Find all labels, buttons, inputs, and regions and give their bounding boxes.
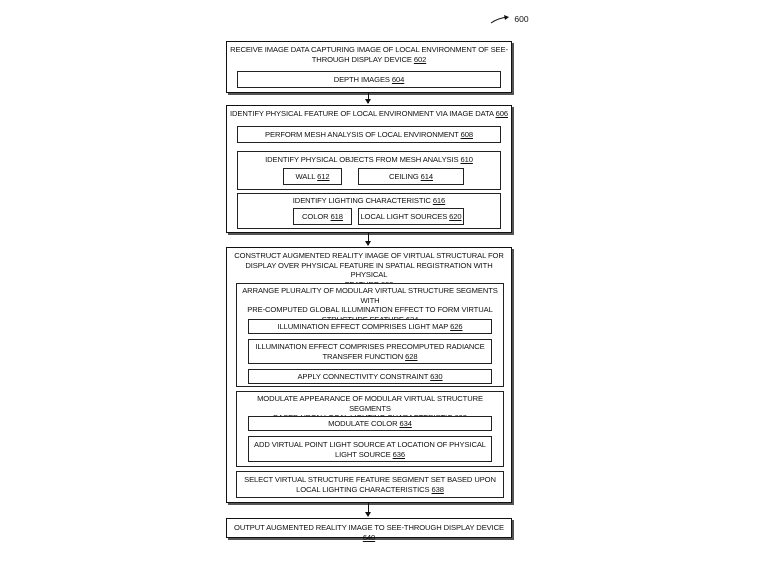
sub-modulate-color: MODULATE COLOR 634 — [248, 416, 492, 431]
flow-arrow — [368, 503, 369, 516]
sub-identify-lighting: IDENTIFY LIGHTING CHARACTERISTIC 616 COL… — [237, 193, 501, 229]
sub-light-map: ILLUMINATION EFFECT COMPRISES LIGHT MAP … — [248, 319, 492, 334]
sub-identify-physical-objects: IDENTIFY PHYSICAL OBJECTS FROM MESH ANAL… — [237, 151, 501, 190]
step-ref: 606 — [496, 109, 508, 118]
figure-number: 600 — [490, 14, 529, 25]
step-text: WALL — [295, 172, 317, 181]
step-ref: 618 — [331, 212, 343, 221]
sub-select-segment-set: SELECT VIRTUAL STRUCTURE FEATURE SEGMENT… — [236, 471, 504, 498]
step-text: IDENTIFY PHYSICAL FEATURE OF LOCAL ENVIR… — [230, 109, 496, 118]
sub-mesh-analysis: PERFORM MESH ANALYSIS OF LOCAL ENVIRONME… — [237, 126, 501, 143]
step-ref: 634 — [399, 419, 411, 428]
step-text: IDENTIFY PHYSICAL OBJECTS FROM MESH ANAL… — [265, 155, 460, 164]
step-ref: 616 — [433, 196, 445, 205]
step-text: OUTPUT AUGMENTED REALITY IMAGE TO SEE-TH… — [234, 523, 504, 532]
step-text: MODULATE COLOR — [328, 419, 399, 428]
step-identify-physical-feature: IDENTIFY PHYSICAL FEATURE OF LOCAL ENVIR… — [226, 105, 512, 233]
sub-depth-images: DEPTH IMAGES 604 — [237, 71, 501, 88]
sub-radiance-transfer: ILLUMINATION EFFECT COMPRISES PRECOMPUTE… — [248, 339, 492, 364]
sub-wall: WALL 612 — [283, 168, 342, 185]
step-text: IDENTIFY LIGHTING CHARACTERISTIC — [293, 196, 433, 205]
step-text: ILLUMINATION EFFECT COMPRISES PRECOMPUTE… — [255, 342, 484, 361]
step-ref: 612 — [317, 172, 329, 181]
step-text: APPLY CONNECTIVITY CONSTRAINT — [297, 372, 430, 381]
step-text: PERFORM MESH ANALYSIS OF LOCAL ENVIRONME… — [265, 130, 461, 139]
step-text: ILLUMINATION EFFECT COMPRISES LIGHT MAP — [277, 322, 450, 331]
step-text: CEILING — [389, 172, 421, 181]
sub-ceiling: CEILING 614 — [358, 168, 464, 185]
step-text: ADD VIRTUAL POINT LIGHT SOURCE AT LOCATI… — [254, 440, 486, 459]
step-text: COLOR — [302, 212, 331, 221]
flow-arrow — [368, 233, 369, 245]
step-ref: 626 — [450, 322, 462, 331]
step-text: ARRANGE PLURALITY OF MODULAR VIRTUAL STR… — [242, 286, 498, 324]
step-output-ar-image: OUTPUT AUGMENTED REALITY IMAGE TO SEE-TH… — [226, 518, 512, 538]
sub-connectivity-constraint: APPLY CONNECTIVITY CONSTRAINT 630 — [248, 369, 492, 384]
step-text: LOCAL LIGHT SOURCES — [360, 212, 449, 221]
sub-virtual-point-light: ADD VIRTUAL POINT LIGHT SOURCE AT LOCATI… — [248, 436, 492, 462]
sub-color: COLOR 618 — [293, 208, 352, 225]
step-ref: 630 — [430, 372, 442, 381]
step-ref: 628 — [405, 352, 417, 361]
step-text: RECEIVE IMAGE DATA CAPTURING IMAGE OF LO… — [230, 45, 508, 64]
step-ref: 604 — [392, 75, 404, 84]
step-ref: 636 — [393, 450, 405, 459]
step-construct-ar-image: CONSTRUCT AUGMENTED REALITY IMAGE OF VIR… — [226, 247, 512, 503]
flow-arrow — [368, 93, 369, 103]
figure-pointer-icon — [490, 15, 512, 25]
step-text: DEPTH IMAGES — [334, 75, 392, 84]
step-ref: 640 — [363, 533, 375, 542]
step-ref: 608 — [461, 130, 473, 139]
step-ref: 610 — [461, 155, 473, 164]
step-ref: 620 — [449, 212, 461, 221]
step-ref: 638 — [432, 485, 444, 494]
step-text: SELECT VIRTUAL STRUCTURE FEATURE SEGMENT… — [244, 475, 496, 494]
step-ref: 602 — [414, 55, 426, 64]
sub-arrange-segments: ARRANGE PLURALITY OF MODULAR VIRTUAL STR… — [236, 283, 504, 387]
sub-modulate-appearance: MODULATE APPEARANCE OF MODULAR VIRTUAL S… — [236, 391, 504, 467]
sub-local-light-sources: LOCAL LIGHT SOURCES 620 — [358, 208, 464, 225]
step-receive-image-data: RECEIVE IMAGE DATA CAPTURING IMAGE OF LO… — [226, 41, 512, 93]
step-ref: 614 — [421, 172, 433, 181]
